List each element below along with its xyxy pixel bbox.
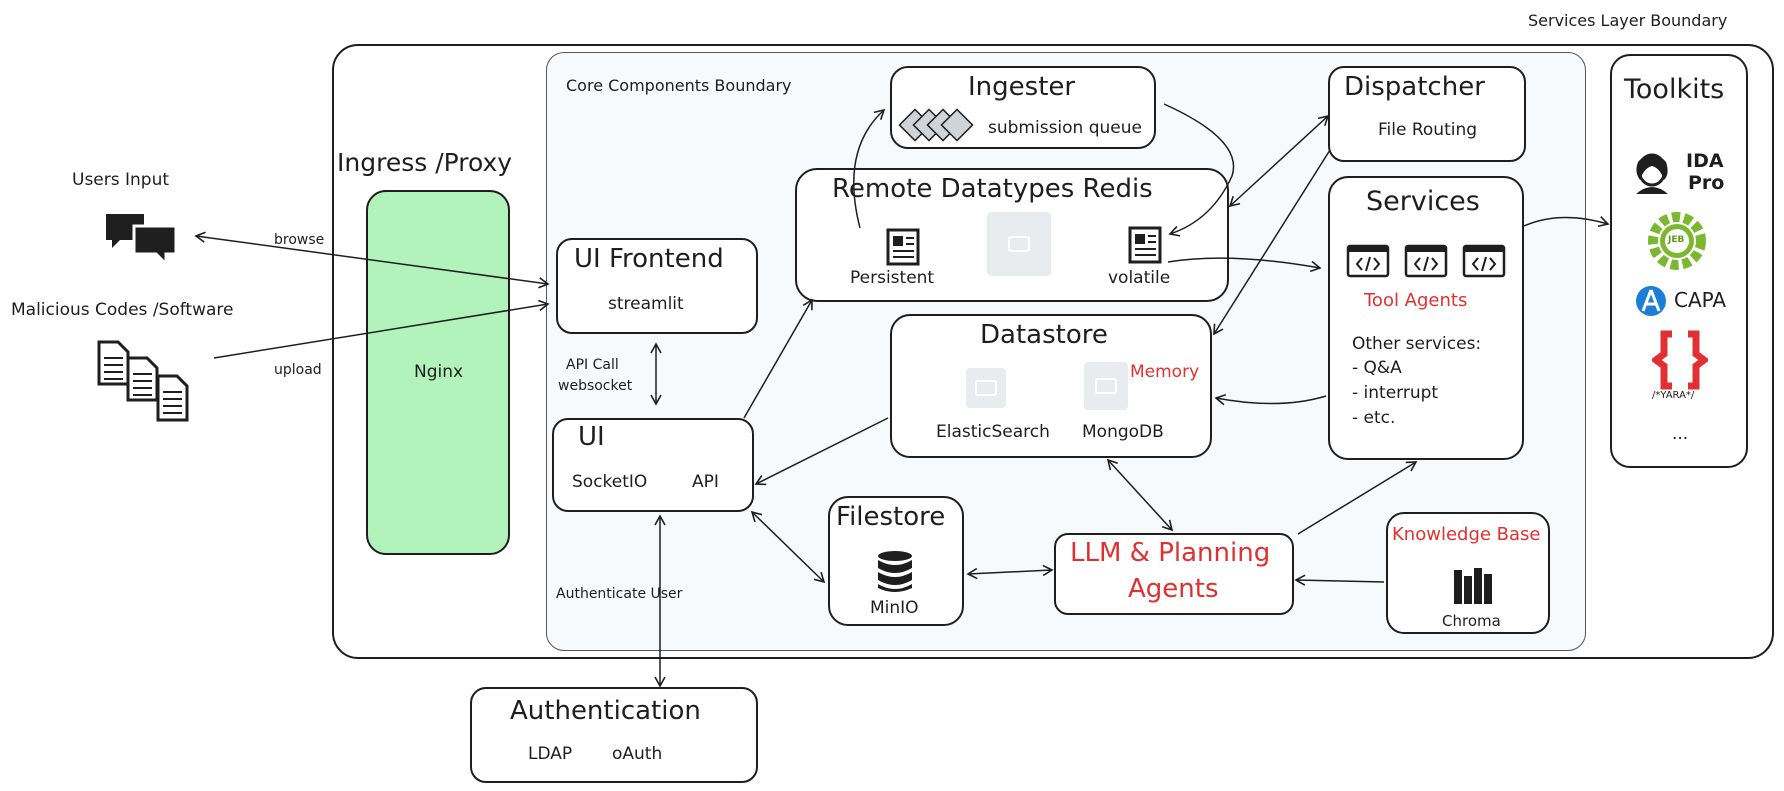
websocket-label: websocket [558, 378, 633, 394]
malicious-codes-label: Malicious Codes /Software [11, 300, 234, 320]
users-input-label: Users Input [72, 170, 170, 190]
auth-oauth: oAuth [612, 744, 663, 764]
llm-title-line2: Agents [1128, 574, 1219, 604]
ingress-title: Ingress /Proxy [337, 148, 513, 177]
jeb-label: JEB [1668, 235, 1685, 245]
code-window-icons [1346, 244, 1506, 278]
api-call-label: API Call [566, 357, 619, 373]
knowledge-base-title: Knowledge Base [1392, 524, 1541, 545]
other-service-item: - interrupt [1352, 383, 1439, 403]
ui-frontend-title: UI Frontend [574, 244, 724, 274]
redis-title: Remote Datatypes Redis [832, 174, 1153, 204]
ui-box[interactable] [552, 418, 754, 512]
filestore-box[interactable] [828, 496, 964, 626]
image-placeholder-icon [987, 212, 1051, 276]
capa-label: CAPA [1674, 288, 1727, 312]
tool-agents-label: Tool Agents [1364, 290, 1468, 311]
chat-bubbles-icon [106, 214, 178, 266]
datastore-elastic: ElasticSearch [936, 422, 1050, 442]
datastore-mongo: MongoDB [1082, 422, 1164, 442]
ingester-subtitle: submission queue [988, 118, 1142, 138]
ida-pro-portrait-icon [1636, 153, 1668, 194]
authenticate-user-label: Authenticate User [556, 586, 683, 602]
llm-title-line1: LLM & Planning [1070, 538, 1271, 568]
services-layer-label: Services Layer Boundary [1528, 11, 1728, 30]
redis-persistent: Persistent [850, 268, 935, 288]
filestore-minio: MinIO [870, 598, 919, 618]
documents-icon [97, 340, 189, 422]
filestore-title: Filestore [836, 502, 946, 532]
other-services-title: Other services: [1352, 334, 1482, 354]
ui-title: UI [578, 422, 605, 452]
jeb-gear-icon [1648, 212, 1706, 270]
database-icon [878, 551, 912, 592]
yara-label: /*YARA*/ [1652, 390, 1695, 401]
authentication-box[interactable] [470, 687, 758, 783]
datastore-memory: Memory [1130, 362, 1200, 382]
ui-api: API [692, 472, 719, 492]
ida-pro-line2: Pro [1688, 172, 1725, 194]
dispatcher-subtitle: File Routing [1378, 120, 1478, 140]
image-placeholder-icon [1084, 362, 1128, 410]
datastore-box[interactable] [890, 314, 1212, 458]
authentication-title: Authentication [510, 696, 701, 726]
ui-socketio: SocketIO [572, 472, 648, 492]
browse-label: browse [274, 232, 325, 248]
services-title: Services [1366, 186, 1480, 217]
dispatcher-title: Dispatcher [1344, 72, 1485, 102]
newspaper-icon [1128, 226, 1162, 264]
newspaper-icon [886, 228, 920, 266]
books-icon [1454, 568, 1492, 604]
ui-frontend-box[interactable] [556, 238, 758, 334]
upload-label: upload [274, 362, 322, 378]
yara-braces-icon [1652, 330, 1708, 390]
knowledge-base-chroma: Chroma [1442, 612, 1501, 630]
core-components-label: Core Components Boundary [566, 76, 792, 95]
capa-icon [1636, 286, 1666, 316]
other-service-item: - Q&A [1352, 358, 1402, 378]
ida-pro-line1: IDA [1686, 150, 1724, 172]
auth-ldap: LDAP [528, 744, 573, 764]
toolkits-more: ... [1672, 424, 1689, 444]
dispatcher-box[interactable] [1328, 66, 1526, 162]
nginx-label: Nginx [414, 362, 464, 382]
ingester-title: Ingester [968, 72, 1076, 102]
other-service-item: - etc. [1352, 408, 1396, 428]
llm-agents-box[interactable] [1054, 533, 1294, 615]
toolkits-box[interactable] [1610, 54, 1748, 468]
ui-frontend-subtitle: streamlit [608, 294, 684, 314]
queue-icon [898, 108, 974, 142]
redis-volatile: volatile [1108, 268, 1171, 288]
datastore-title: Datastore [980, 320, 1108, 350]
toolkits-title: Toolkits [1624, 74, 1725, 105]
image-placeholder-icon [966, 368, 1006, 408]
